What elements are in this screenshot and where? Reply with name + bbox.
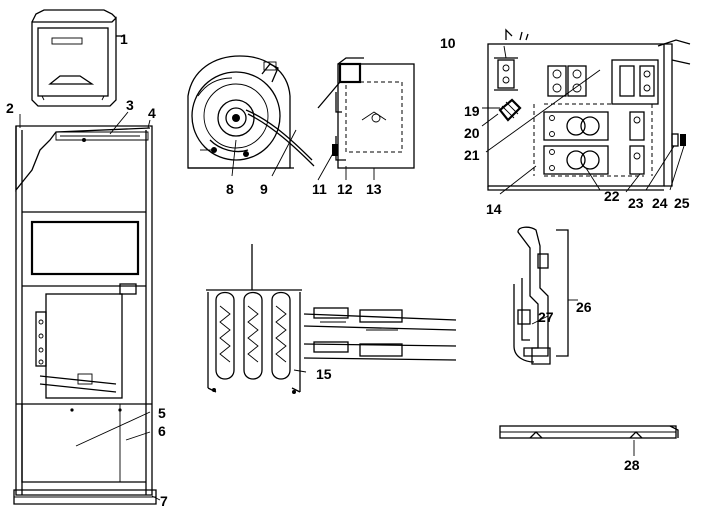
- callout-5: 5: [158, 405, 166, 421]
- callout-15: 15: [316, 366, 332, 382]
- callout-labels: 1 2 3 4 5 6 7 8 9 10 11 12 13 14 15 19 2…: [6, 31, 690, 509]
- callout-19: 19: [464, 103, 480, 119]
- part-heater-assembly: [206, 244, 457, 394]
- callout-22: 22: [604, 188, 620, 204]
- callout-2: 2: [6, 100, 14, 116]
- part-control-box: [31, 9, 124, 107]
- callout-3: 3: [126, 97, 134, 113]
- callout-27: 27: [538, 309, 554, 325]
- callout-26: 26: [576, 299, 592, 315]
- callout-1: 1: [120, 31, 128, 47]
- callout-11: 11: [312, 181, 327, 197]
- callout-8: 8: [226, 181, 234, 197]
- part-drain-trap: [513, 226, 569, 365]
- callout-14: 14: [486, 201, 502, 217]
- part-control-panel: [317, 57, 415, 169]
- callout-28: 28: [624, 457, 640, 473]
- callout-25: 25: [674, 195, 690, 211]
- callout-21: 21: [464, 147, 480, 163]
- callout-4: 4: [148, 105, 156, 121]
- part-blower-assembly: [187, 55, 315, 169]
- callout-24: 24: [652, 195, 668, 211]
- callout-13: 13: [366, 181, 382, 197]
- callout-6: 6: [158, 423, 166, 439]
- callout-9: 9: [260, 181, 268, 197]
- callout-7: 7: [160, 493, 168, 509]
- callout-23: 23: [628, 195, 644, 211]
- part-base-rail: [499, 425, 679, 439]
- callout-20: 20: [464, 125, 480, 141]
- leader-lines: [19, 45, 685, 501]
- part-electrical-panel: [487, 28, 691, 191]
- callout-10: 10: [440, 35, 456, 51]
- part-cabinet: [13, 125, 157, 505]
- callout-12: 12: [337, 181, 353, 197]
